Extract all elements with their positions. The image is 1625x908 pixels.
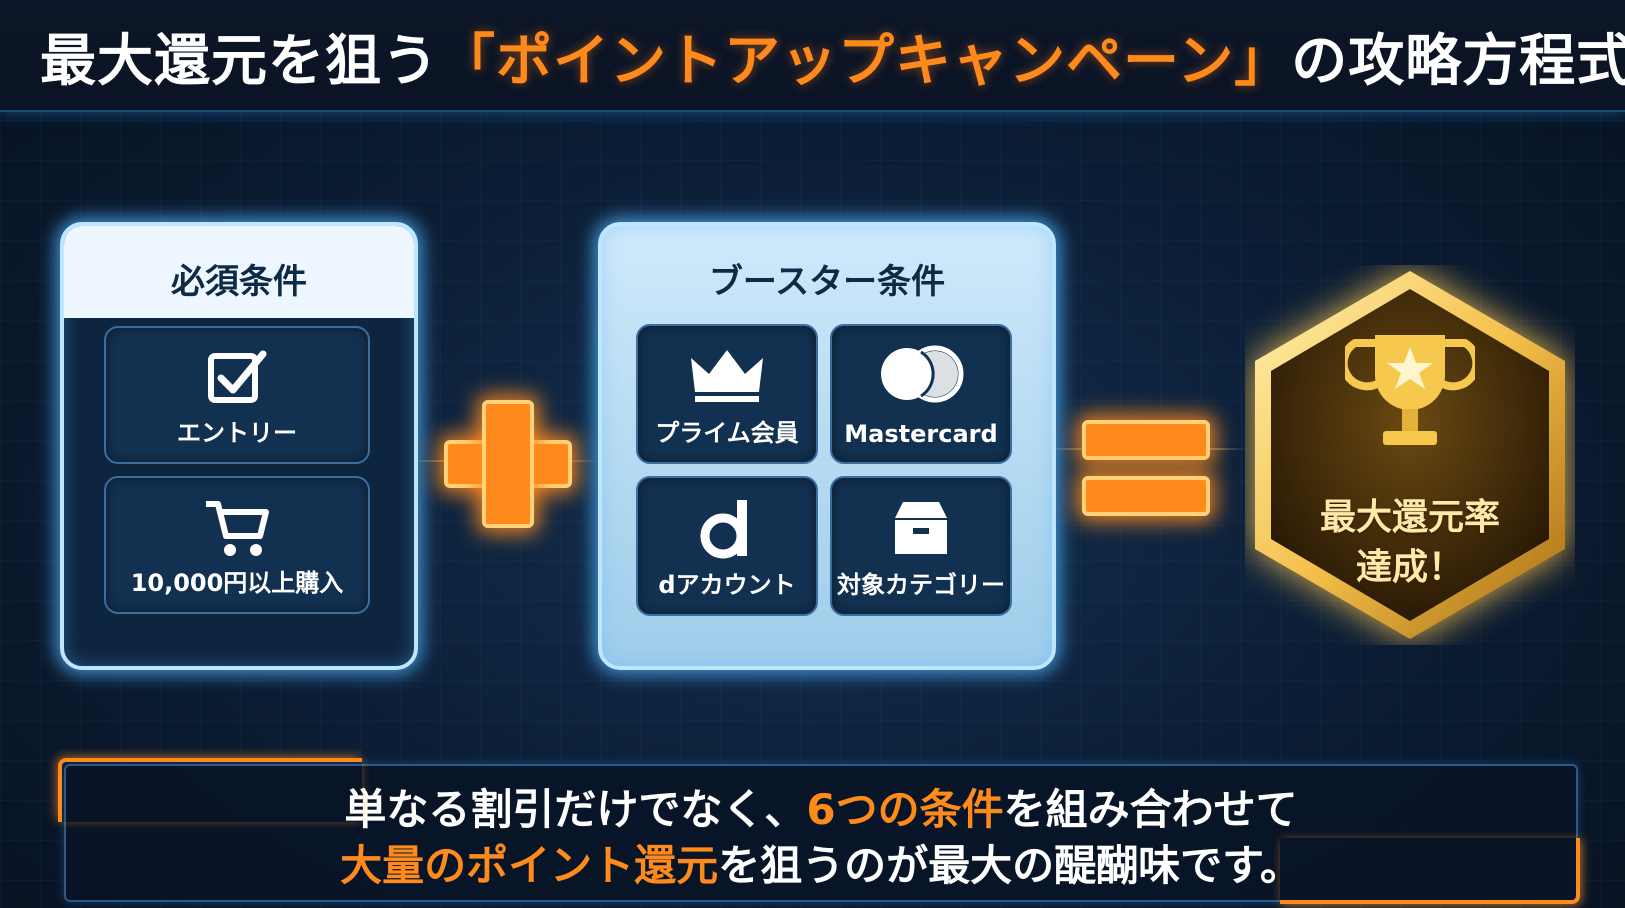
booster-card-d-account: dアカウント bbox=[636, 476, 818, 616]
condition-label: エントリー bbox=[177, 419, 297, 447]
title-bar: 最大還元を狙う「ポイントアップキャンペーン」の攻略方程式 bbox=[0, 0, 1625, 112]
message-frame-corner bbox=[58, 758, 362, 822]
result-line-1: 最大還元率 bbox=[1319, 497, 1500, 538]
plus-icon-vertical bbox=[482, 400, 534, 528]
message-text: を狙うのが最大の醍醐味です。 bbox=[718, 841, 1302, 890]
required-conditions-panel: 必須条件 エントリー 10,000円以上購入 bbox=[60, 222, 418, 670]
message-text: を組み合わせて bbox=[1003, 785, 1298, 834]
message-text: 単なる割引だけでなく、 bbox=[344, 785, 807, 834]
result-line-2: 達成！ bbox=[1355, 547, 1464, 588]
title-part-2: の攻略方程式 bbox=[1291, 29, 1625, 94]
summary-message-box: 単なる割引だけでなく、6つの条件を組み合わせて 大量のポイント還元を狙うのが最大… bbox=[64, 764, 1578, 902]
equals-icon bbox=[1082, 420, 1210, 460]
condition-label: 10,000円以上購入 bbox=[130, 569, 344, 597]
mastercard-icon bbox=[873, 344, 969, 408]
crown-icon bbox=[687, 344, 767, 408]
d-logo-icon bbox=[697, 496, 757, 564]
equals-icon-bottom bbox=[1082, 476, 1210, 516]
trophy-icon bbox=[1339, 325, 1481, 469]
title-highlight: 「ポイントアップキャンペーン」 bbox=[439, 29, 1292, 94]
message-frame-corner bbox=[1280, 838, 1580, 904]
result-text: 最大還元率 達成！ bbox=[1245, 493, 1575, 593]
message-highlight: 大量のポイント還元 bbox=[340, 841, 719, 890]
checkbox-icon bbox=[205, 346, 269, 414]
booster-conditions-panel: ブースター条件 プライム会員 Mastercard dアカ bbox=[598, 222, 1056, 670]
page-title: 最大還元を狙う「ポイントアップキャンペーン」の攻略方程式 bbox=[40, 16, 1625, 97]
required-panel-header: 必須条件 bbox=[64, 226, 414, 318]
booster-label: dアカウント bbox=[658, 571, 796, 599]
message-highlight: 6つの条件 bbox=[806, 785, 1004, 834]
booster-card-mastercard: Mastercard bbox=[830, 324, 1012, 464]
booster-label: プライム会員 bbox=[655, 419, 799, 447]
box-icon bbox=[889, 496, 953, 564]
booster-label: Mastercard bbox=[844, 420, 998, 448]
booster-panel-heading: ブースター条件 bbox=[708, 262, 946, 302]
title-part-1: 最大還元を狙う bbox=[40, 29, 439, 94]
condition-card-purchase: 10,000円以上購入 bbox=[104, 476, 370, 614]
message-line-1: 単なる割引だけでなく、6つの条件を組み合わせて bbox=[66, 776, 1576, 837]
booster-card-category: 対象カテゴリー bbox=[830, 476, 1012, 616]
cart-icon bbox=[202, 496, 272, 564]
booster-label: 対象カテゴリー bbox=[837, 571, 1005, 599]
message-line-2: 大量のポイント還元を狙うのが最大の醍醐味です。 bbox=[66, 832, 1576, 893]
booster-card-prime: プライム会員 bbox=[636, 324, 818, 464]
condition-card-entry: エントリー bbox=[104, 326, 370, 464]
required-panel-heading: 必須条件 bbox=[171, 262, 307, 302]
result-badge: 最大還元率 達成！ bbox=[1245, 265, 1575, 645]
